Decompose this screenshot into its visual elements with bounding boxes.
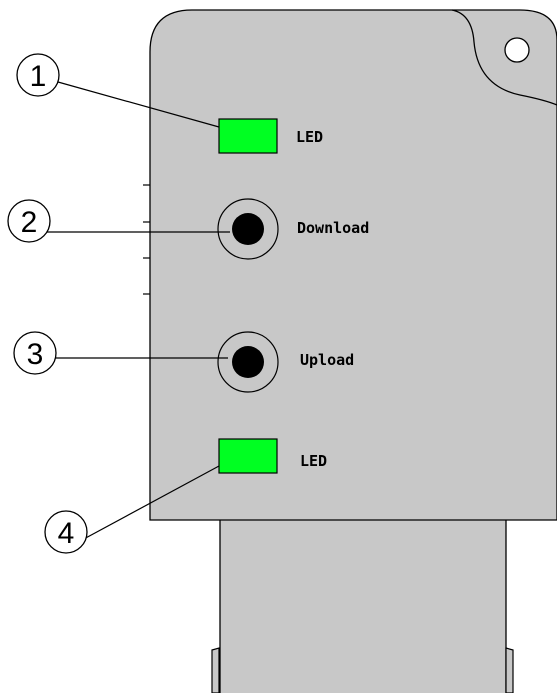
callout-4: 4 [44, 510, 88, 554]
callout-3: 3 [13, 331, 57, 375]
led-top-label: LED [296, 128, 323, 146]
connector-plug [211, 517, 514, 693]
callout-1: 1 [16, 53, 60, 97]
led-bottom [218, 438, 278, 474]
mounting-hole [504, 37, 530, 63]
device-body [149, 9, 557, 521]
connector-right-latch [505, 647, 514, 693]
leader-lines [46, 81, 230, 541]
callout-2: 2 [7, 199, 51, 243]
download-button[interactable] [217, 198, 279, 260]
led-bottom-label: LED [300, 452, 327, 470]
mounting-arc [451, 9, 557, 106]
upload-label: Upload [300, 351, 354, 369]
led-top [218, 118, 278, 154]
download-label: Download [297, 219, 369, 237]
callout-4-number: 4 [58, 517, 75, 550]
upload-button[interactable] [217, 331, 279, 393]
leader-line-4 [81, 465, 220, 541]
callout-2-number: 2 [21, 206, 38, 239]
side-ticks [143, 184, 150, 295]
connector-left-latch [211, 647, 220, 693]
connector-body [219, 517, 507, 693]
leader-line-1 [57, 81, 220, 128]
callout-1-number: 1 [30, 60, 47, 93]
callout-3-number: 3 [27, 338, 44, 371]
